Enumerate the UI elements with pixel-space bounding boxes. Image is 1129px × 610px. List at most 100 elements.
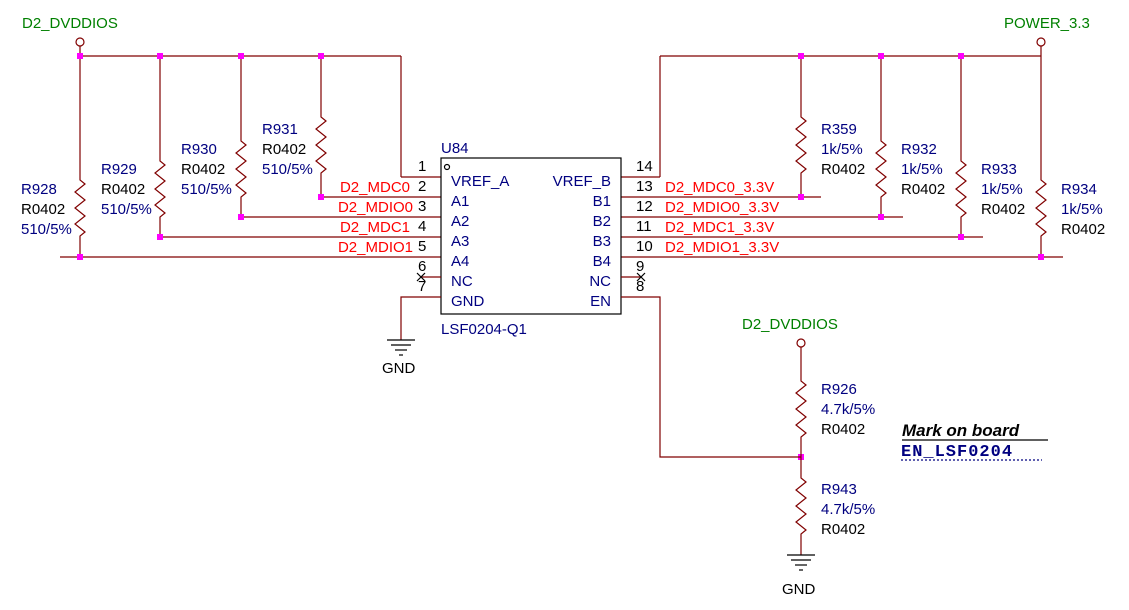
- resistor-r926: R926 4.7k/5% R0402: [795, 378, 875, 457]
- power-label-left: D2_DVDDIOS: [22, 15, 118, 32]
- r943-package: R0402: [821, 521, 865, 538]
- pin-num: 5: [418, 238, 426, 255]
- net-labels: D2_MDC0 D2_MDIO0 D2_MDC1 D2_MDIO1 D2_MDC…: [338, 179, 779, 256]
- board-mark-note: Mark on board EN_LSF0204: [901, 421, 1048, 462]
- r930-ref: R930: [181, 141, 217, 158]
- chip-part: LSF0204-Q1: [441, 321, 527, 338]
- power-port-left: [75, 37, 85, 47]
- r934-package: R0402: [1061, 221, 1105, 238]
- left-power-rail: D2_DVDDIOS: [22, 15, 441, 178]
- net-label-right: D2_MDIO0_3.3V: [665, 199, 779, 216]
- pin-name: NC: [451, 273, 473, 290]
- r926-ref: R926: [821, 381, 857, 398]
- r934-value: 1k/5%: [1061, 201, 1103, 218]
- pin-name: A1: [451, 193, 469, 210]
- pin-num: 12: [636, 198, 653, 215]
- pin-num: 3: [418, 198, 426, 215]
- note-code: EN_LSF0204: [901, 443, 1013, 462]
- right-signal-wires: [621, 196, 1063, 258]
- note-title: Mark on board: [902, 421, 1020, 440]
- pin-name: VREF_B: [553, 173, 611, 190]
- resistor-r933: R933 1k/5% R0402: [955, 56, 1025, 237]
- resistor-r928: R928 R0402 510/5%: [21, 56, 86, 256]
- r930-value: 510/5%: [181, 181, 232, 198]
- power-label-right: POWER_3.3: [1004, 15, 1090, 32]
- resistor-r934: R934 1k/5% R0402: [1035, 56, 1105, 257]
- pin1-marker: [443, 163, 451, 171]
- power-port-en: [796, 338, 806, 348]
- r929-ref: R929: [101, 161, 137, 178]
- bottom-ground: GND: [782, 554, 816, 598]
- pin-num: 1: [418, 158, 426, 175]
- pin-num: 4: [418, 218, 426, 235]
- r930-package: R0402: [181, 161, 225, 178]
- pin-name: GND: [451, 293, 485, 310]
- pin-name: NC: [589, 273, 611, 290]
- r931-package: R0402: [262, 141, 306, 158]
- junction-dots: [77, 53, 1044, 460]
- r928-value: 510/5%: [21, 221, 72, 238]
- r933-ref: R933: [981, 161, 1017, 178]
- r932-package: R0402: [901, 181, 945, 198]
- pin-num: 8: [636, 278, 644, 295]
- resistor-r359: R359 1k/5% R0402: [795, 56, 865, 197]
- net-label-right: D2_MDC0_3.3V: [665, 179, 774, 196]
- chip-ground: GND: [382, 296, 441, 377]
- nc-markers: [416, 272, 646, 282]
- pin-num: 10: [636, 238, 653, 255]
- r926-value: 4.7k/5%: [821, 401, 875, 418]
- power-label-en: D2_DVDDIOS: [742, 316, 838, 333]
- pin-name: A2: [451, 213, 469, 230]
- pin-num: 7: [418, 278, 426, 295]
- left-signal-wires: [60, 196, 441, 258]
- resistor-r929: R929 R0402 510/5%: [101, 56, 166, 237]
- resistor-r930: R930 R0402 510/5%: [181, 56, 247, 217]
- pin-num: 2: [418, 178, 426, 195]
- gnd-label-chip: GND: [382, 360, 416, 377]
- r928-ref: R928: [21, 181, 57, 198]
- pin-name: B1: [593, 193, 611, 210]
- net-label-left: D2_MDIO1: [338, 239, 413, 256]
- net-label-left: D2_MDIO0: [338, 199, 413, 216]
- pin-name: B2: [593, 213, 611, 230]
- resistor-r932: R932 1k/5% R0402: [875, 56, 945, 217]
- gnd-label-bottom: GND: [782, 581, 816, 598]
- pin-name: A4: [451, 253, 469, 270]
- pin-num: 11: [636, 218, 652, 235]
- r934-ref: R934: [1061, 181, 1097, 198]
- r933-value: 1k/5%: [981, 181, 1023, 198]
- r928-package: R0402: [21, 201, 65, 218]
- pin-name: A3: [451, 233, 469, 250]
- pin-name: B4: [593, 253, 611, 270]
- r931-value: 510/5%: [262, 161, 313, 178]
- right-power-rail: POWER_3.3: [621, 15, 1090, 178]
- r943-value: 4.7k/5%: [821, 501, 875, 518]
- r929-package: R0402: [101, 181, 145, 198]
- pin-num: 9: [636, 258, 644, 275]
- r931-ref: R931: [262, 121, 298, 138]
- resistor-r943: R943 4.7k/5% R0402: [795, 457, 875, 555]
- r359-ref: R359: [821, 121, 857, 138]
- r359-package: R0402: [821, 161, 865, 178]
- pin-num: 6: [418, 258, 426, 275]
- pin-num: 13: [636, 178, 653, 195]
- net-label-left: D2_MDC0: [340, 179, 410, 196]
- chip-body: [440, 157, 622, 315]
- r926-package: R0402: [821, 421, 865, 438]
- resistor-r931: R931 R0402 510/5%: [262, 56, 327, 197]
- r359-value: 1k/5%: [821, 141, 863, 158]
- pin-name: EN: [590, 293, 611, 310]
- pin-name: VREF_A: [451, 173, 509, 190]
- chip-ref: U84: [441, 140, 469, 157]
- en-circuit: D2_DVDDIOS: [621, 296, 838, 458]
- power-port-right: [1036, 37, 1046, 47]
- pin-num: 14: [636, 158, 653, 175]
- r933-package: R0402: [981, 201, 1025, 218]
- pin-name: B3: [593, 233, 611, 250]
- net-label-right: D2_MDIO1_3.3V: [665, 239, 779, 256]
- net-label-right: D2_MDC1_3.3V: [665, 219, 774, 236]
- net-label-left: D2_MDC1: [340, 219, 410, 236]
- r932-value: 1k/5%: [901, 161, 943, 178]
- r929-value: 510/5%: [101, 201, 152, 218]
- chip-u84: U84 LSF0204-Q1 1 2 3 4 5 6 7 VREF_A A1 A…: [418, 140, 653, 338]
